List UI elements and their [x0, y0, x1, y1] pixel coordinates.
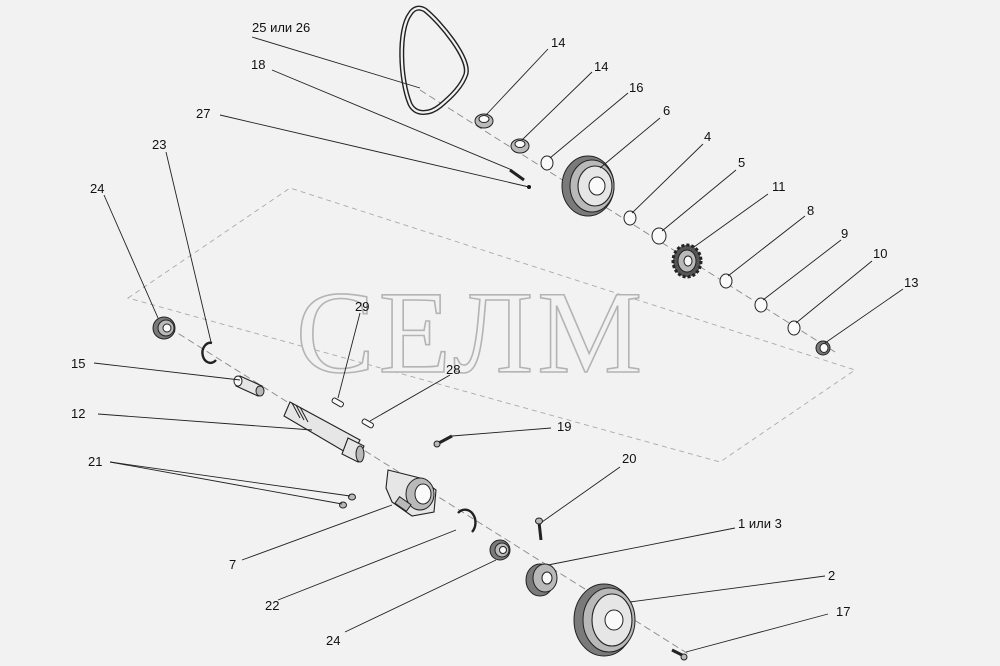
callout-17: 17	[836, 604, 850, 619]
callout-9: 9	[841, 226, 848, 241]
bolt-part	[509, 168, 531, 189]
callout-27: 27	[196, 106, 210, 121]
hub-part	[525, 563, 558, 597]
ring-part	[623, 210, 637, 226]
callout-24-left: 24	[90, 181, 104, 196]
belt-part	[399, 5, 469, 115]
callout-21: 21	[88, 454, 102, 469]
callout-4: 4	[704, 129, 711, 144]
callout-14-top: 14	[551, 35, 565, 50]
callout-19: 19	[557, 419, 571, 434]
callout-13: 13	[904, 275, 918, 290]
bolt-part	[671, 648, 688, 661]
callout-8: 8	[807, 203, 814, 218]
callout-6: 6	[663, 103, 670, 118]
housing-part	[385, 469, 437, 517]
leader-lines	[93, 36, 904, 653]
nut-part	[348, 493, 356, 501]
callout-24-bottom: 24	[326, 633, 340, 648]
callout-1-or-3: 1 или 3	[738, 516, 782, 531]
bolt-part	[535, 517, 543, 541]
sprocket-part	[671, 243, 703, 279]
callout-12: 12	[71, 406, 85, 421]
nut-part	[474, 113, 494, 129]
callout-14-second: 14	[594, 59, 608, 74]
bearing-part	[489, 539, 511, 561]
snap-ring-part	[201, 341, 217, 364]
callout-20: 20	[622, 451, 636, 466]
pulley-part	[561, 155, 615, 217]
callout-5: 5	[738, 155, 745, 170]
callout-11: 11	[772, 179, 786, 194]
callout-7: 7	[229, 557, 236, 572]
shaft-part	[283, 401, 365, 463]
washer-part	[540, 155, 554, 171]
callout-10: 10	[873, 246, 887, 261]
callout-15: 15	[71, 356, 85, 371]
nut-part	[339, 501, 347, 509]
pulley-part	[573, 583, 636, 657]
ring-part	[719, 273, 733, 289]
key-part	[331, 397, 344, 408]
callout-28: 28	[446, 362, 460, 377]
snap-ring-part	[457, 508, 477, 533]
ring-part	[787, 320, 801, 336]
ring-part	[651, 227, 667, 245]
ring-part	[815, 340, 831, 356]
bushing-part	[233, 375, 265, 397]
callout-23: 23	[152, 137, 166, 152]
nut-part	[510, 138, 530, 154]
key-part	[361, 418, 374, 429]
callout-29: 29	[355, 299, 369, 314]
callout-18: 18	[251, 57, 265, 72]
callout-25-or-26: 25 или 26	[252, 20, 310, 35]
watermark: СЕЛМ	[296, 267, 646, 398]
ring-part	[754, 297, 768, 313]
bearing-part	[152, 316, 176, 340]
callout-16: 16	[629, 80, 643, 95]
callout-22: 22	[265, 598, 279, 613]
bolt-part	[433, 434, 453, 448]
dashed-frame	[126, 187, 857, 463]
callout-2: 2	[828, 568, 835, 583]
callout-labels: 25 или 26 18 27 14 14 16 6 4 5 11 8 9 10…	[71, 20, 918, 648]
